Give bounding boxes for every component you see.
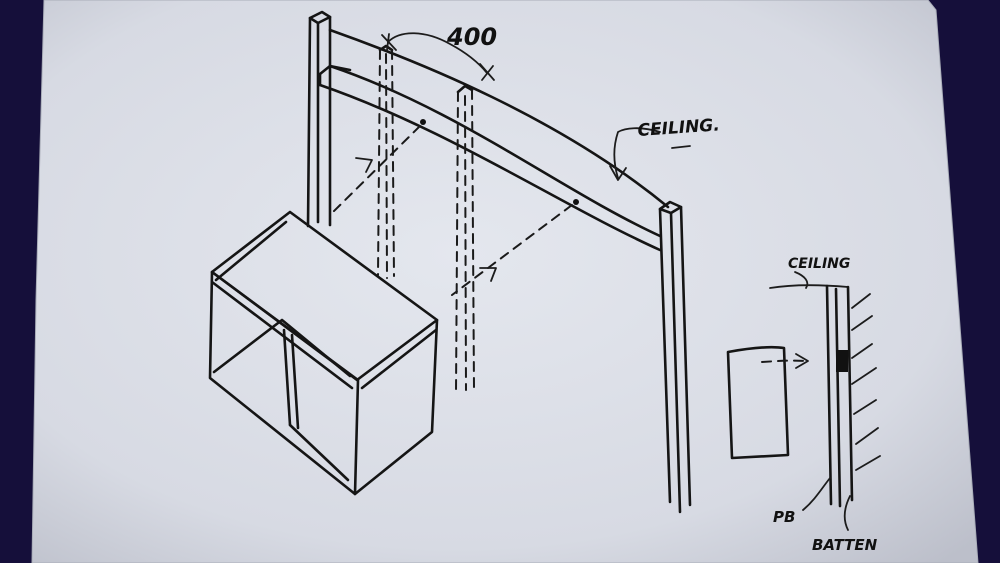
hidden-stud-1 — [377, 44, 395, 279]
right-post — [658, 200, 692, 514]
dimension-400 — [381, 32, 495, 81]
paper-sheet — [31, 0, 979, 563]
dimension-label: 400 — [446, 23, 497, 51]
fixing-line-lower — [451, 199, 579, 296]
detail-ceiling-label: CEILING — [788, 256, 850, 272]
fixing-line-upper — [329, 119, 426, 216]
cabinet-elevation — [726, 345, 809, 460]
pb-leader — [802, 477, 831, 511]
batten-leader — [843, 495, 851, 531]
ceiling-callout — [609, 127, 691, 181]
left-post — [306, 10, 332, 228]
hidden-stud-2 — [455, 84, 475, 393]
batten-label: BATTEN — [812, 536, 878, 554]
batten-block — [836, 350, 848, 372]
pb-label: PB — [773, 508, 795, 526]
section-detail — [769, 271, 881, 508]
wall-cabinet — [208, 210, 439, 496]
